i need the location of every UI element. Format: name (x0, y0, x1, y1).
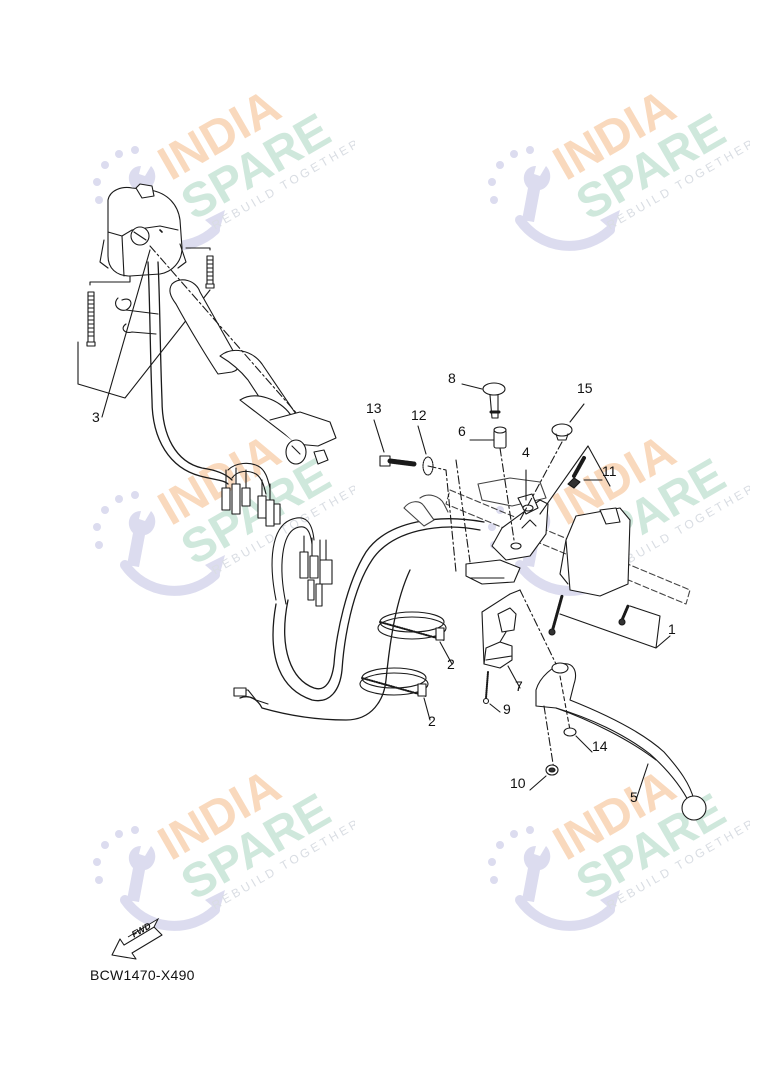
callout-13: 13 (366, 400, 382, 416)
clutch-switch (481, 589, 521, 689)
cap (519, 403, 585, 521)
callout-3: 3 (92, 409, 100, 425)
connector-cluster-upper (221, 462, 281, 527)
callout-8: 8 (448, 370, 456, 386)
screw-right (205, 255, 215, 289)
cable-tie-upper (377, 611, 447, 641)
handlebar-switch-left (99, 183, 187, 277)
callout-6: 6 (458, 423, 466, 439)
callout-14: 14 (592, 738, 608, 754)
diagram-code: BCW1470-X490 (90, 967, 195, 983)
callout-15: 15 (577, 380, 593, 396)
lever-holder (403, 477, 691, 605)
adjuster-screw (539, 445, 611, 515)
callout-11: 11 (602, 463, 617, 479)
callout-9: 9 (503, 701, 511, 717)
clutch-lever (519, 589, 707, 821)
callout-5: 5 (630, 789, 638, 805)
handlebar (149, 245, 337, 465)
perch-bracket (465, 493, 549, 585)
callout-4: 4 (522, 444, 530, 460)
screw-long-left (86, 291, 96, 347)
lock-washer (417, 425, 457, 573)
callout-7: 7 (515, 678, 523, 694)
callout-2a: 2 (447, 656, 455, 672)
cable-tie-lower (359, 667, 429, 697)
washer (563, 727, 577, 737)
callout-2b: 2 (428, 713, 436, 729)
callout-10: 10 (510, 775, 526, 791)
callout-1: 1 (668, 621, 676, 637)
pivot-bolt (461, 382, 506, 419)
collar (469, 426, 515, 541)
leader (89, 275, 131, 286)
lever-nut (529, 764, 559, 791)
forward-arrow-icon (111, 917, 163, 960)
callout-12: 12 (411, 407, 427, 423)
switch-screw (482, 671, 501, 713)
mirror-holder-bolt (373, 419, 417, 467)
clutch-switch-cover (559, 507, 631, 597)
connector-cluster-middle (271, 517, 333, 607)
